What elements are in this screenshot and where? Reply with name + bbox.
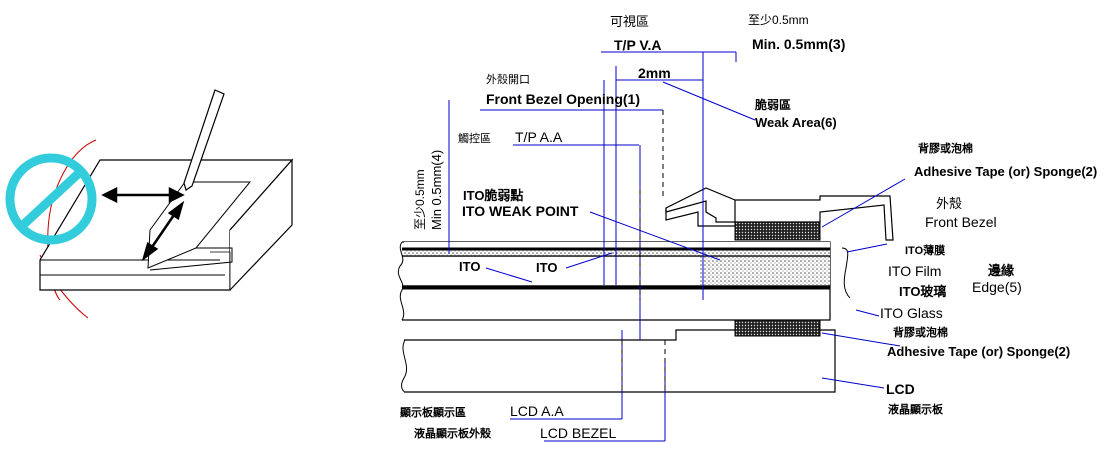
two-mm-label: 2mm — [638, 65, 671, 81]
edge-label: Edge(5) — [972, 279, 1022, 295]
bezel-cn-label: 外殼 — [936, 196, 962, 211]
tape-top-cn-label: 背膠或泡棉 — [918, 141, 973, 155]
tp-aa-cn-label: 觸控區 — [458, 131, 491, 145]
tape-top-label: Adhesive Tape (or) Sponge(2) — [914, 164, 1097, 179]
tp-va-label: T/P V.A — [614, 37, 661, 53]
edge-cn-label: 邊緣 — [988, 263, 1015, 278]
ito-label-a: ITO — [459, 259, 480, 274]
ito-glass-cn-label: ITO玻璃 — [899, 284, 946, 299]
lcd-aa-cn-label: 顯示板顯示區 — [400, 405, 466, 419]
tape-bot-label: Adhesive Tape (or) Sponge(2) — [887, 344, 1070, 359]
tp-aa-label: T/P A.A — [515, 129, 563, 145]
ito-film-cn-label: ITO薄膜 — [905, 243, 945, 257]
dashed-lines — [621, 110, 666, 392]
ito-glass-label: ITO Glass — [880, 305, 943, 321]
lcd-bezel-label: LCD BEZEL — [540, 425, 616, 441]
bezel-label: Front Bezel — [925, 214, 997, 230]
ito-film-label: ITO Film — [888, 263, 941, 279]
min-top-cn-label: 至少0.5mm — [748, 13, 809, 27]
min-side-cn-label: 至少0.5mm — [413, 169, 427, 230]
bezel-opening-cn-label: 外殼開口 — [486, 73, 530, 86]
weak-area-cn-label: 脆弱區 — [754, 97, 791, 112]
tp-va-cn-label: 可視區 — [610, 14, 649, 29]
weak-point-label: ITO WEAK POINT — [462, 203, 579, 219]
lcd-label: LCD — [886, 381, 915, 397]
stylus-illustration — [5, 89, 294, 319]
weak-point-cn-label: ITO脆弱點 — [463, 188, 523, 203]
lcd-bezel-cn-label: 液晶顯示板外殼 — [414, 426, 492, 440]
prohibit-icon — [5, 153, 97, 245]
ito-label-b: ITO — [536, 260, 557, 275]
dimension-lines — [448, 51, 906, 442]
lcd-aa-label: LCD A.A — [510, 403, 564, 419]
weak-area-label: Weak Area(6) — [755, 115, 837, 130]
lcd-cn-label: 液晶顯示板 — [888, 402, 944, 416]
bezel-opening-label: Front Bezel Opening(1) — [486, 91, 640, 107]
min-top-label: Min. 0.5mm(3) — [752, 36, 845, 52]
min-side-label: Min 0.5mm(4) — [429, 150, 444, 230]
tape-bot-cn-label: 背膠或泡棉 — [893, 325, 948, 339]
